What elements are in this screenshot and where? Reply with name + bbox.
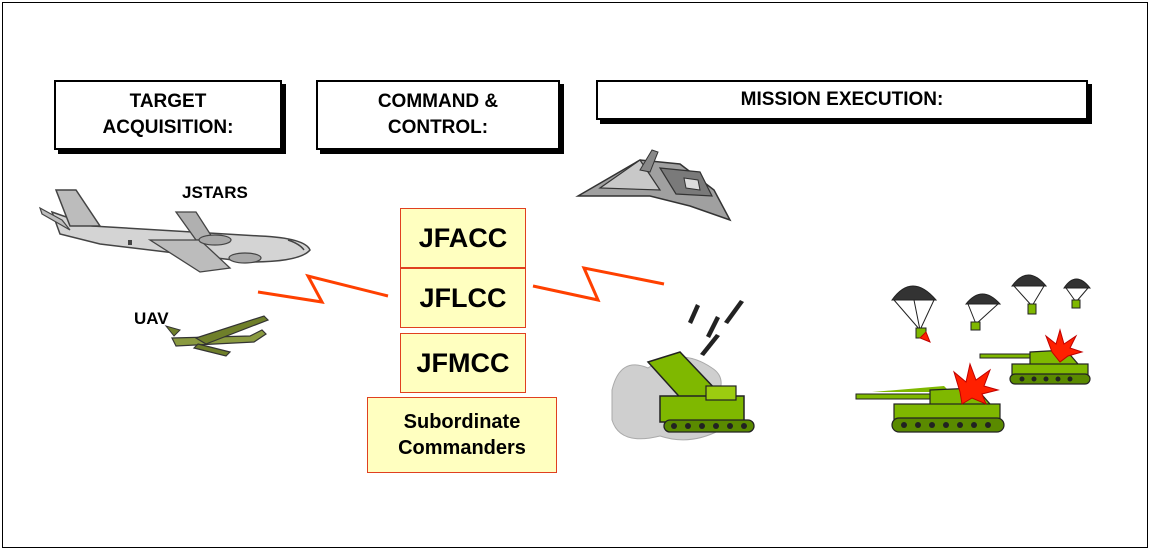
jstars-label: JSTARS bbox=[182, 183, 248, 202]
missile-icon bbox=[688, 300, 744, 356]
command-box-subordinate: Subordinate Commanders bbox=[367, 397, 557, 473]
jstars-aircraft-icon bbox=[38, 189, 311, 273]
uav-drone-icon bbox=[164, 315, 270, 357]
uav-label: UAV bbox=[134, 309, 169, 328]
header-command-control-label: COMMAND & CONTROL: bbox=[377, 91, 499, 138]
command-box-jflcc: JFLCC bbox=[400, 268, 526, 328]
header-mission-execution: MISSION EXECUTION: bbox=[596, 80, 1088, 120]
command-jfacc-label: JFACC bbox=[418, 222, 508, 253]
header-target-acquisition: TARGET ACQUISITION: bbox=[54, 80, 282, 150]
subordinate-line1: Subordinate bbox=[403, 411, 521, 433]
command-jflcc-label: JFLCC bbox=[419, 282, 507, 313]
command-box-jfacc: JFACC bbox=[400, 208, 526, 268]
comm-link-right bbox=[532, 265, 665, 303]
command-jfmcc-label: JFMCC bbox=[416, 347, 510, 378]
header-target-acquisition-label: TARGET ACQUISITION: bbox=[102, 91, 234, 138]
subordinate-line2: Commanders bbox=[398, 437, 526, 459]
paratrooper-icon bbox=[891, 274, 1092, 339]
header-command-control: COMMAND & CONTROL: bbox=[316, 80, 560, 150]
command-box-jfmcc: JFMCC bbox=[400, 333, 526, 393]
tank-icon bbox=[979, 349, 1091, 385]
rocket-launcher-icon bbox=[611, 351, 755, 441]
explosion-icon bbox=[919, 328, 1084, 405]
stealth-fighter-icon bbox=[575, 149, 732, 222]
header-mission-execution-label: MISSION EXECUTION: bbox=[740, 89, 944, 110]
comm-link-left bbox=[257, 273, 389, 304]
